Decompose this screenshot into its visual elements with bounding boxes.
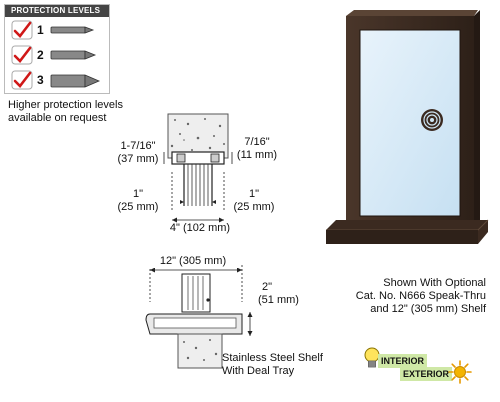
protection-levels-title: PROTECTION LEVELS <box>5 5 109 17</box>
shelf-caption-line-1: Stainless Steel Shelf <box>222 352 323 364</box>
sun-icon <box>448 360 472 384</box>
dim-left-lower-imperial: 1" <box>132 188 144 200</box>
shelf-caption-line-2: With Deal Tray <box>222 365 295 377</box>
protection-level-number: 2 <box>37 48 44 62</box>
checkmark-icon <box>11 20 33 40</box>
lightbulb-icon <box>364 347 380 368</box>
dim-bottom-width: 4" (102 mm) <box>169 222 231 234</box>
dim-right-upper-imperial: 7/16" <box>244 136 270 148</box>
bullet-small-icon <box>50 26 95 34</box>
protection-note-line-2: available on request <box>8 112 107 124</box>
product-window-illustration <box>326 10 489 244</box>
dim-left-upper-imperial: 1-7/16" <box>120 140 156 152</box>
legend-interior-label: INTERIOR <box>378 354 428 368</box>
shelf-height-imperial: 2" <box>262 281 273 293</box>
dim-left-upper-metric: (37 mm) <box>117 153 159 165</box>
checkmark-icon <box>11 45 33 65</box>
dim-right-lower-imperial: 1" <box>248 188 260 200</box>
legend-exterior-label: EXTERIOR <box>400 367 453 381</box>
protection-level-1: 1 <box>5 18 109 43</box>
dim-right-upper-metric: (11 mm) <box>236 149 278 161</box>
dim-left-lower-metric: (25 mm) <box>117 201 159 213</box>
bullet-large-icon <box>50 74 101 88</box>
protection-level-3: 3 <box>5 68 109 93</box>
product-caption-line-3: and 12" (305 mm) Shelf <box>370 303 486 315</box>
protection-level-2: 2 <box>5 43 109 68</box>
shelf-cross-section-drawing <box>145 265 253 369</box>
shelf-width-dim: 12" (305 mm) <box>148 255 238 268</box>
interior-exterior-legend: INTERIOR EXTERIOR <box>362 346 472 386</box>
dim-right-lower-metric: (25 mm) <box>233 201 275 213</box>
product-caption-line-2: Cat. No. N666 Speak-Thru <box>355 290 486 302</box>
bullet-medium-icon <box>50 50 97 60</box>
frame-cross-section-drawing <box>163 113 233 223</box>
protection-level-number: 3 <box>37 73 44 87</box>
protection-note-line-1: Higher protection levels <box>8 99 123 111</box>
shelf-height-metric: (51 mm) <box>258 294 299 306</box>
protection-level-number: 1 <box>37 23 44 37</box>
product-caption-line-1: Shown With Optional <box>383 277 486 289</box>
protection-levels-panel: PROTECTION LEVELS 1 2 3 <box>4 4 110 94</box>
checkmark-icon <box>11 70 33 90</box>
